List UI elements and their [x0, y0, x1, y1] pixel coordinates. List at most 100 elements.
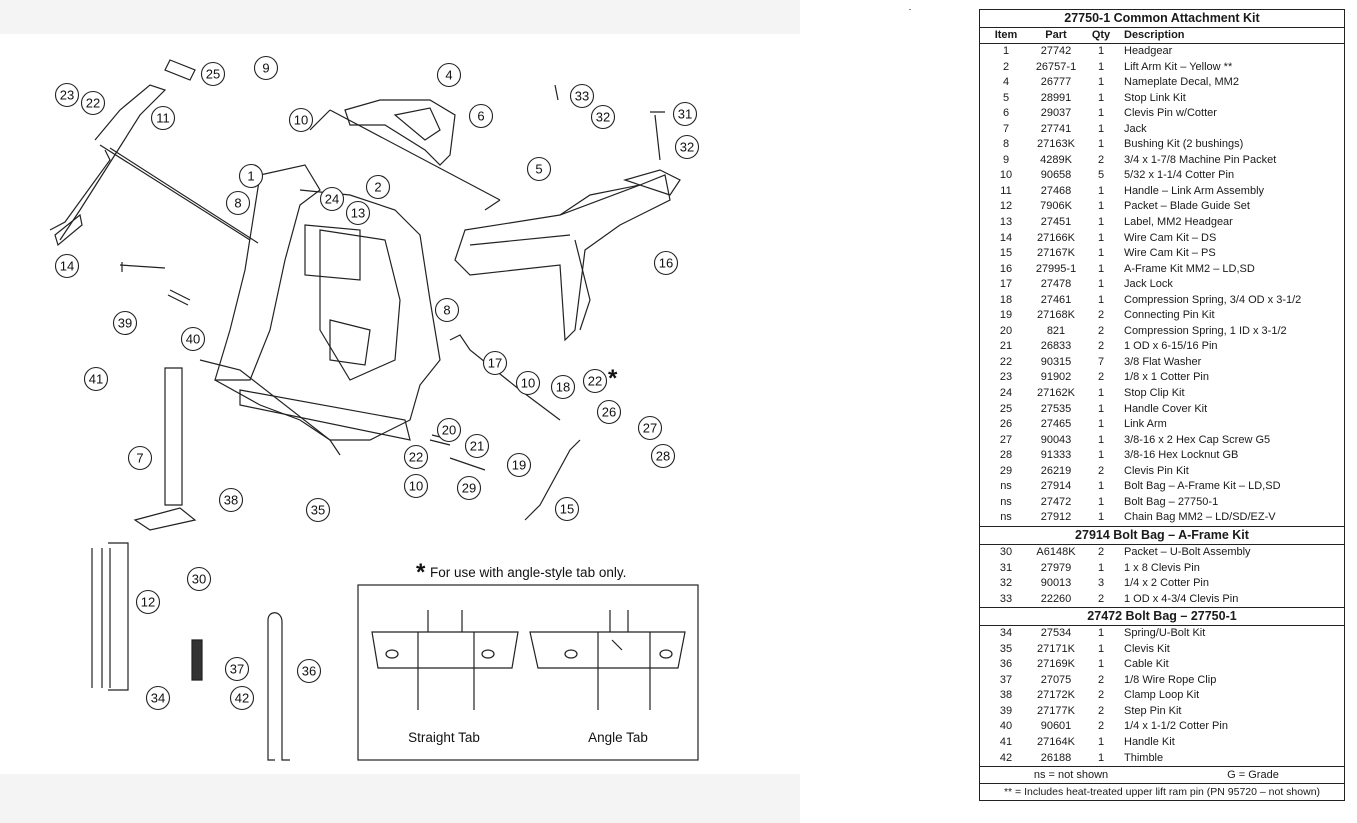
cell-description: Stop Clip Kit	[1124, 387, 1185, 400]
cell-description: 1/4 x 1-1/2 Cotter Pin	[1124, 720, 1228, 733]
cell-part: 27166K	[1037, 231, 1075, 244]
cell-item: 5	[1002, 91, 1010, 104]
cell-qty: 1	[1097, 293, 1105, 306]
callout-26: 26	[596, 399, 622, 425]
cell-item: 39	[999, 704, 1013, 717]
cell-qty: 1	[1097, 735, 1105, 748]
callout-label: 17	[488, 356, 502, 371]
cell-qty: 2	[1097, 153, 1105, 166]
cell-item: 7	[1002, 122, 1010, 135]
callout-circle	[674, 134, 700, 160]
callout-label: 10	[409, 479, 423, 494]
cell-qty: 1	[1097, 184, 1105, 197]
cell-qty: 1	[1097, 247, 1105, 260]
cell-description: Cable Kit	[1124, 658, 1169, 671]
cell-qty: 1	[1097, 76, 1105, 89]
legend-row: ns = not shown G = Grade	[980, 766, 1344, 783]
cell-part: 28991	[1040, 91, 1072, 104]
callout-label: 33	[575, 89, 589, 104]
headgear-frame	[214, 164, 321, 381]
cell-description: Wire Cam Kit – PS	[1124, 247, 1216, 260]
cell-description: Bushing Kit (2 bushings)	[1124, 138, 1244, 151]
cell-item: 4	[1002, 76, 1010, 89]
cell-part: 90013	[1040, 577, 1072, 590]
cell-item: 27	[999, 433, 1013, 446]
callout-label: 28	[656, 449, 670, 464]
callout-circle	[468, 103, 494, 129]
cell-part: 90315	[1040, 355, 1072, 368]
cell-qty: 1	[1097, 278, 1105, 291]
cell-description: Packet – U-Bolt Assembly	[1124, 545, 1251, 558]
callout-20: 20	[436, 417, 462, 443]
cell-qty: 7	[1097, 355, 1105, 368]
callout-circle	[464, 433, 490, 459]
cell-description: Wire Cam Kit – DS	[1124, 231, 1217, 244]
callout-label: 7	[136, 451, 143, 466]
cell-item: 36	[999, 658, 1013, 671]
cell-item: 26	[999, 418, 1013, 431]
callout-15: 15	[554, 496, 580, 522]
callout-circle	[180, 326, 206, 352]
callout-circle	[590, 104, 616, 130]
legend-ns: ns = not shown	[1033, 769, 1109, 782]
cell-part: 26188	[1040, 751, 1072, 764]
cell-item: 29	[999, 464, 1013, 477]
cell-description: Label, MM2 Headgear	[1124, 216, 1233, 229]
cell-part: 27468	[1040, 184, 1072, 197]
callout-30: 30	[186, 566, 212, 592]
callout-38: 38	[218, 487, 244, 513]
callout-4: 4	[436, 62, 462, 88]
cell-part: 90601	[1040, 720, 1072, 733]
callout-24: 24	[319, 186, 345, 212]
col-item: Item	[994, 29, 1018, 41]
cell-part: 27177K	[1037, 704, 1075, 717]
callout-circle	[436, 62, 462, 88]
callout-circle	[305, 497, 331, 523]
callout-label: 22	[588, 374, 602, 389]
callout-label: 10	[521, 376, 535, 391]
cell-qty: 1	[1097, 433, 1105, 446]
cell-item: 42	[999, 751, 1013, 764]
cell-part: 27168K	[1037, 309, 1075, 322]
cell-part: 27472	[1040, 495, 1072, 508]
callout-25: 25	[200, 61, 226, 87]
cell-description: 1 OD x 4-3/4 Clevis Pin	[1124, 592, 1239, 605]
cell-description: Clevis Pin Kit	[1124, 464, 1189, 477]
cell-item: 31	[999, 561, 1013, 574]
cell-item: ns	[1000, 480, 1012, 493]
callout-29: 29	[456, 475, 482, 501]
cell-qty: 1	[1097, 627, 1105, 640]
cell-description: Jack Lock	[1124, 278, 1173, 291]
cell-qty: 2	[1097, 324, 1105, 337]
cell-item: 38	[999, 689, 1013, 702]
callout-circle	[434, 297, 460, 323]
callout-circle	[482, 350, 508, 376]
cell-item: 41	[999, 735, 1013, 748]
cell-item: 21	[999, 340, 1013, 353]
callout-label: 21	[470, 439, 484, 454]
cell-part: 22260	[1040, 592, 1072, 605]
cell-qty: 1	[1097, 107, 1105, 120]
cell-qty: 1	[1097, 216, 1105, 229]
cell-description: Thimble	[1124, 751, 1164, 764]
cell-part: 26219	[1040, 464, 1072, 477]
callout-label: 18	[556, 380, 570, 395]
callout-10: 10	[515, 370, 541, 396]
cell-description: 5/32 x 1-1/4 Cotter Pin	[1124, 169, 1235, 182]
